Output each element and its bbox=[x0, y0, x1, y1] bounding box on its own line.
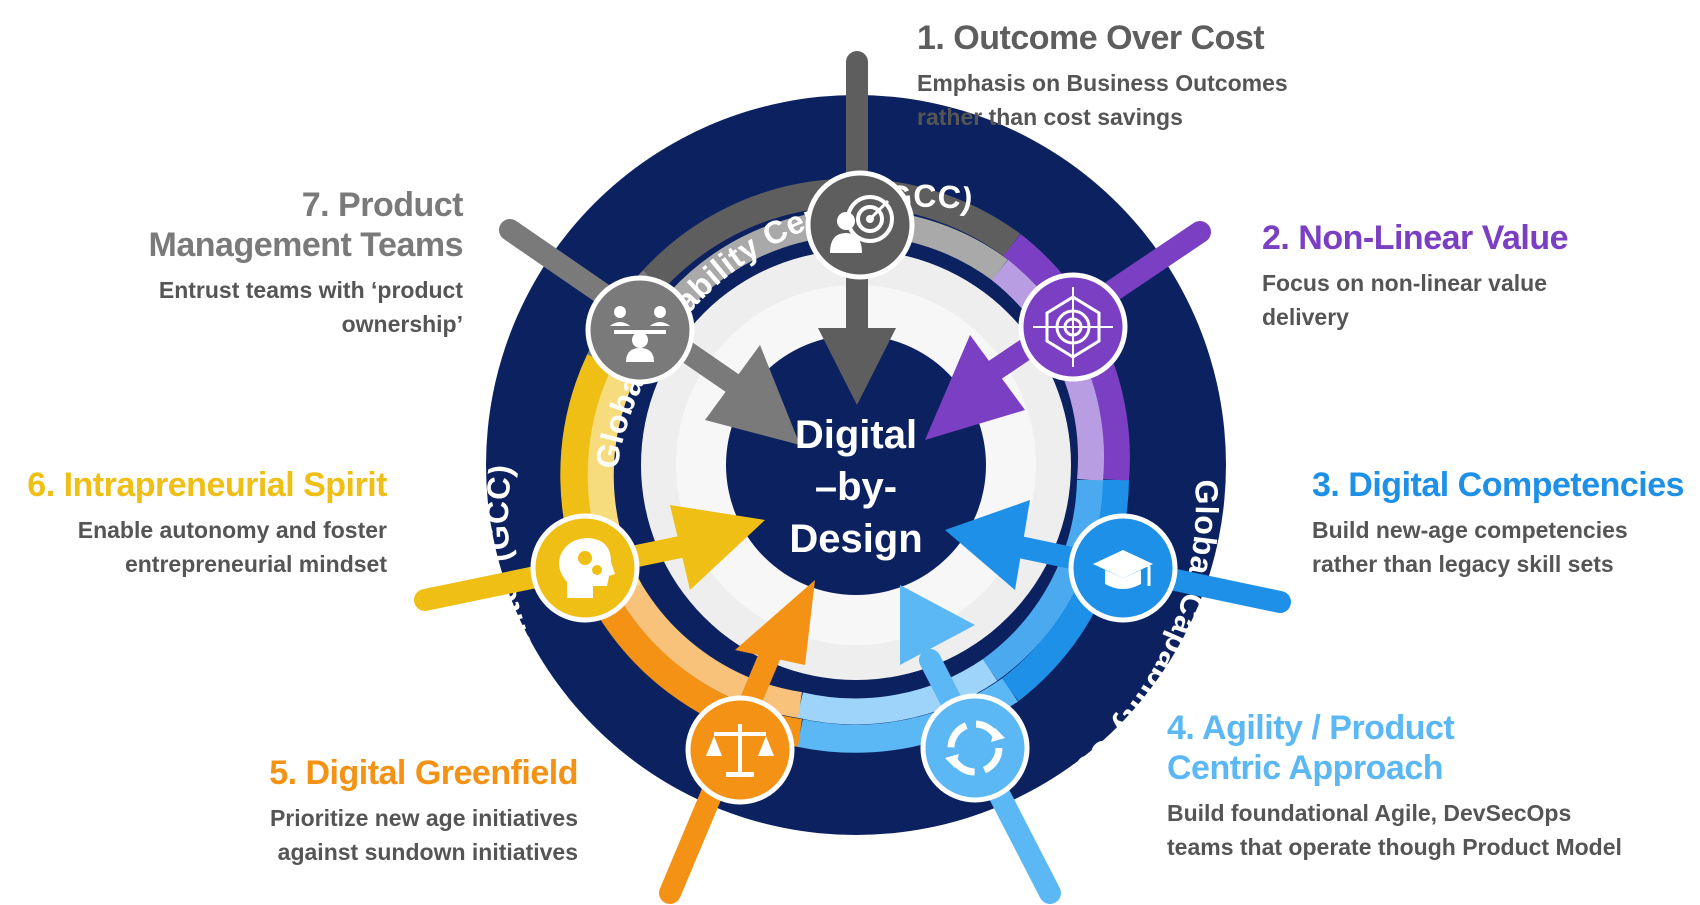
pillar-greenfield-desc: Prioritize new age initiatives against s… bbox=[248, 801, 578, 869]
team-meeting-icon bbox=[585, 275, 695, 385]
pillar-greenfield: 5. Digital Greenfield Prioritize new age… bbox=[248, 753, 578, 869]
pillar-digital-title: 3. Digital Competencies bbox=[1312, 466, 1685, 504]
pillar-product-desc-1: Entrust teams with ‘product bbox=[158, 277, 463, 303]
head-gears-icon bbox=[530, 513, 640, 623]
pillar-agility-desc: Build foundational Agile, DevSecOps team… bbox=[1167, 796, 1622, 864]
pillar-outcome-title: 1. Outcome Over Cost bbox=[917, 19, 1265, 57]
pillar-product-title-1: 7. Product bbox=[301, 186, 464, 224]
pillar-digital-desc-2: rather than legacy skill sets bbox=[1312, 551, 1614, 577]
pillar-product: 7. Product Management Teams Entrust team… bbox=[133, 185, 464, 341]
pillar-intrapreneurial-desc-2: entrepreneurial mindset bbox=[124, 551, 387, 577]
pillar-nonlinear-desc: Focus on non-linear value delivery bbox=[1262, 266, 1568, 334]
cycle-arrows-icon bbox=[920, 693, 1030, 803]
pillar-digital-desc-1: Build new-age competencies bbox=[1312, 517, 1628, 543]
crosshair-target-icon bbox=[1018, 272, 1128, 382]
pillar-intrapreneurial-title: 6. Intrapreneurial Spirit bbox=[27, 466, 387, 504]
graduation-cap-icon bbox=[1068, 513, 1178, 623]
pillar-intrapreneurial-desc: Enable autonomy and foster entrepreneuri… bbox=[0, 513, 387, 581]
pillar-greenfield-title: 5. Digital Greenfield bbox=[269, 754, 578, 792]
pillar-nonlinear-title: 2. Non-Linear Value bbox=[1262, 219, 1569, 257]
pillar-product-desc: Entrust teams with ‘product ownership’ bbox=[133, 273, 463, 341]
pillar-outcome-desc-2: rather than cost savings bbox=[917, 104, 1183, 130]
pillar-digital: 3. Digital Competencies Build new-age co… bbox=[1312, 465, 1685, 581]
businessman-target-icon bbox=[805, 170, 915, 280]
center-line3: Design bbox=[789, 517, 922, 561]
pillar-digital-desc: Build new-age competencies rather than l… bbox=[1312, 513, 1684, 581]
pillar-outcome-desc: Emphasis on Business Outcomes rather tha… bbox=[917, 66, 1288, 134]
pillar-product-desc-2: ownership’ bbox=[341, 311, 463, 337]
pillar-nonlinear-desc-1: Focus on non-linear value bbox=[1262, 270, 1547, 296]
pillar-intrapreneurial-desc-1: Enable autonomy and foster bbox=[77, 517, 387, 543]
pillar-outcome: 1. Outcome Over Cost Emphasis on Busines… bbox=[917, 18, 1288, 134]
pillar-agility-desc-1: Build foundational Agile, DevSecOps bbox=[1167, 800, 1572, 826]
pillar-agility-title-1: 4. Agility / Product bbox=[1167, 709, 1455, 747]
pillar-intrapreneurial: 6. Intrapreneurial Spirit Enable autonom… bbox=[0, 465, 387, 581]
pillar-agility: 4. Agility / Product Centric Approach Bu… bbox=[1167, 708, 1622, 864]
pillar-greenfield-desc-1: Prioritize new age initiatives bbox=[269, 805, 578, 831]
pillar-product-title-2: Management Teams bbox=[148, 226, 464, 264]
center-line1: Digital bbox=[795, 413, 917, 457]
pillar-nonlinear: 2. Non-Linear Value Focus on non-linear … bbox=[1262, 218, 1569, 334]
pillar-greenfield-desc-2: against sundown initiatives bbox=[277, 839, 578, 865]
pillar-agility-desc-2: teams that operate though Product Model bbox=[1167, 834, 1622, 860]
pillar-agility-title-2: Centric Approach bbox=[1167, 749, 1444, 787]
balance-scale-icon bbox=[685, 695, 795, 805]
pillar-outcome-desc-1: Emphasis on Business Outcomes bbox=[917, 70, 1288, 96]
center-line2: –by- bbox=[815, 465, 897, 509]
center-disk bbox=[726, 335, 986, 595]
pillar-nonlinear-desc-2: delivery bbox=[1262, 304, 1349, 330]
